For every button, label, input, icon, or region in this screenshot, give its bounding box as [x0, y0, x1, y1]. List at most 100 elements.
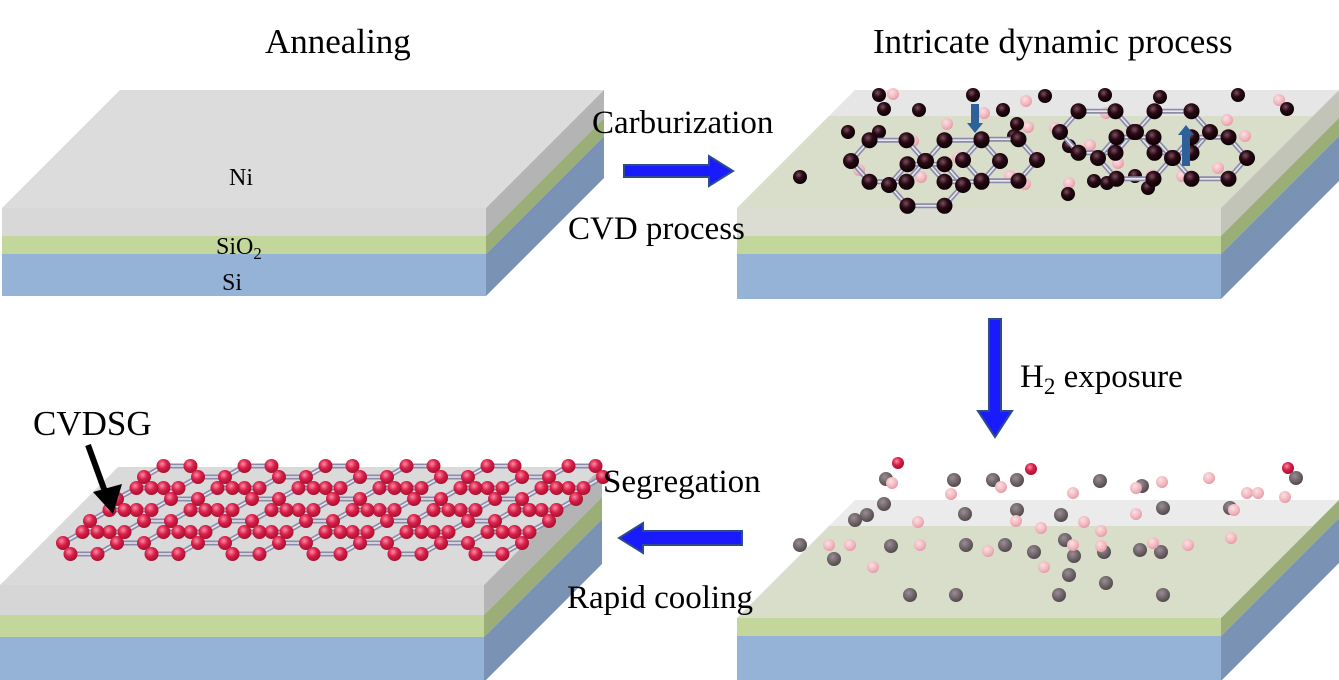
graphene-carbon-atom: [495, 525, 510, 539]
graphene-carbon-atom: [191, 492, 205, 506]
graphene-carbon-atom: [210, 481, 225, 495]
graphene-carbon-atom: [237, 459, 252, 473]
graphene-carbon-atom: [345, 503, 360, 517]
ni-front-face: [737, 208, 1221, 236]
graphene-carbon-atom: [144, 547, 159, 561]
dissolved-carbon-atom: [1239, 130, 1251, 142]
graphene-carbon-atom: [399, 459, 414, 473]
graphene-carbon-atom: [90, 525, 105, 539]
carbon-atom-dissolved: [1062, 568, 1076, 582]
hydrogen-atom: [1130, 482, 1142, 494]
graphene-carbon-atom: [522, 525, 537, 539]
graphene-carbon-atom: [588, 459, 603, 473]
carbon-atom: [872, 88, 886, 102]
carbon-atom-dissolved: [884, 539, 898, 553]
ni-top-face: [2, 90, 604, 208]
hydrogen-atom: [912, 516, 924, 528]
hydrogen-atom: [1279, 491, 1291, 503]
graphene-carbon-atom: [333, 547, 348, 561]
graphene-carbon-atom: [372, 481, 387, 495]
graphene-carbon-atom: [372, 503, 387, 517]
graphene-carbon-atom: [468, 503, 483, 517]
carbon-atom: [1061, 187, 1075, 201]
graphene-carbon-atom: [1010, 172, 1027, 189]
graphene-carbon-atom: [399, 525, 414, 539]
sio2-side-face: [486, 118, 604, 254]
graphene-carbon-atom: [218, 536, 232, 550]
graphene-carbon-atom: [1107, 103, 1124, 120]
graphene-carbon-atom: [1128, 124, 1144, 140]
graphene-carbon-atom: [156, 525, 171, 539]
graphene-carbon-atom: [90, 547, 105, 561]
hydrogen-atom: [844, 539, 856, 551]
atoms-layer: [56, 88, 1303, 602]
graphene-carbon-atom: [345, 525, 360, 539]
graphene-carbon-atom: [333, 525, 348, 539]
dissolved-carbon-atom: [1063, 177, 1075, 189]
hydrogen-atom: [823, 539, 835, 551]
graphene-carbon-atom: [380, 470, 394, 484]
hydrogen-atom: [1078, 516, 1090, 528]
graphene-carbon-atom: [1145, 129, 1162, 146]
carbon-atom-dissolved: [1156, 588, 1170, 602]
hydrogen-atom: [995, 481, 1007, 493]
dissolved-carbon-atom: [1212, 162, 1224, 174]
graphene-carbon-atom: [861, 173, 878, 190]
graphene-carbon-atom: [291, 503, 306, 517]
si-side-face: [484, 519, 602, 680]
layer-label-si: Si: [222, 270, 243, 296]
carbon-atom-dissolved: [958, 507, 972, 521]
graphene-carbon-atom: [272, 470, 286, 484]
graphene-carbon-atom: [210, 503, 225, 517]
carbon-atom-dissolved: [1010, 473, 1024, 487]
step-label-carburization: Carburization: [592, 105, 774, 141]
graphene-carbon-atom: [1146, 144, 1163, 161]
graphene-carbon-atom: [561, 459, 576, 473]
graphene-carbon-atom: [102, 525, 117, 539]
sio2-front-face: [737, 236, 1221, 254]
hydrogen-atom: [945, 488, 957, 500]
graphene-carbon-atom: [488, 492, 502, 506]
graphene-carbon-atom: [225, 547, 240, 561]
graphene-carbon-atom: [1220, 170, 1237, 187]
graphene-carbon-atom: [306, 481, 321, 495]
graphene-patch-left: [843, 131, 1045, 214]
graphene-carbon-atom: [252, 525, 267, 539]
graphene-carbon-atom: [522, 503, 537, 517]
graphene-carbon-atom: [441, 503, 456, 517]
graphene-carbon-atom: [299, 536, 313, 550]
carbon-atom: [1087, 174, 1101, 188]
graphene-carbon-atom: [549, 481, 564, 495]
graphene-carbon-atom: [1052, 124, 1068, 140]
graphene-carbon-atom: [955, 152, 971, 168]
graphene-carbon-atom: [272, 492, 286, 506]
si-side-face: [1221, 136, 1339, 299]
substrate-slab-carburization: [737, 90, 1339, 299]
substrate-slab-annealing: [2, 90, 604, 296]
graphene-carbon-atom: [191, 536, 205, 550]
title-intricate-dynamic-process: Intricate dynamic process: [873, 22, 1233, 61]
graphene-carbon-atom: [353, 470, 367, 484]
carbon-atom-dissolved: [1010, 503, 1024, 517]
graphene-carbon-atom: [542, 470, 556, 484]
hydrogen-atom: [914, 539, 926, 551]
graphene-carbon-atom: [992, 153, 1008, 169]
graphene-carbon-atom: [129, 481, 144, 495]
graphene-carbon-atom: [306, 547, 321, 561]
h2-rest: exposure: [1055, 359, 1183, 395]
graphene-carbon-atom: [1108, 170, 1125, 187]
dissolved-carbon-atom: [1020, 95, 1032, 107]
graphene-carbon-atom: [272, 536, 286, 550]
si-front-face: [2, 254, 486, 296]
graphene-carbon-atom: [380, 536, 394, 550]
graphene-lattice-cvdsg: [56, 459, 610, 561]
diffusion-arrow-down: [967, 104, 983, 133]
carbon-atom-dissolved: [1154, 545, 1168, 559]
graphene-carbon-atom: [936, 173, 953, 190]
graphene-carbon-atom: [156, 459, 171, 473]
carbon-atom: [841, 125, 855, 139]
layer-label-ni: Ni: [229, 165, 253, 191]
graphene-carbon-atom: [399, 481, 414, 495]
graphene-carbon-atom: [279, 525, 294, 539]
hydrogen-atom: [886, 477, 898, 489]
